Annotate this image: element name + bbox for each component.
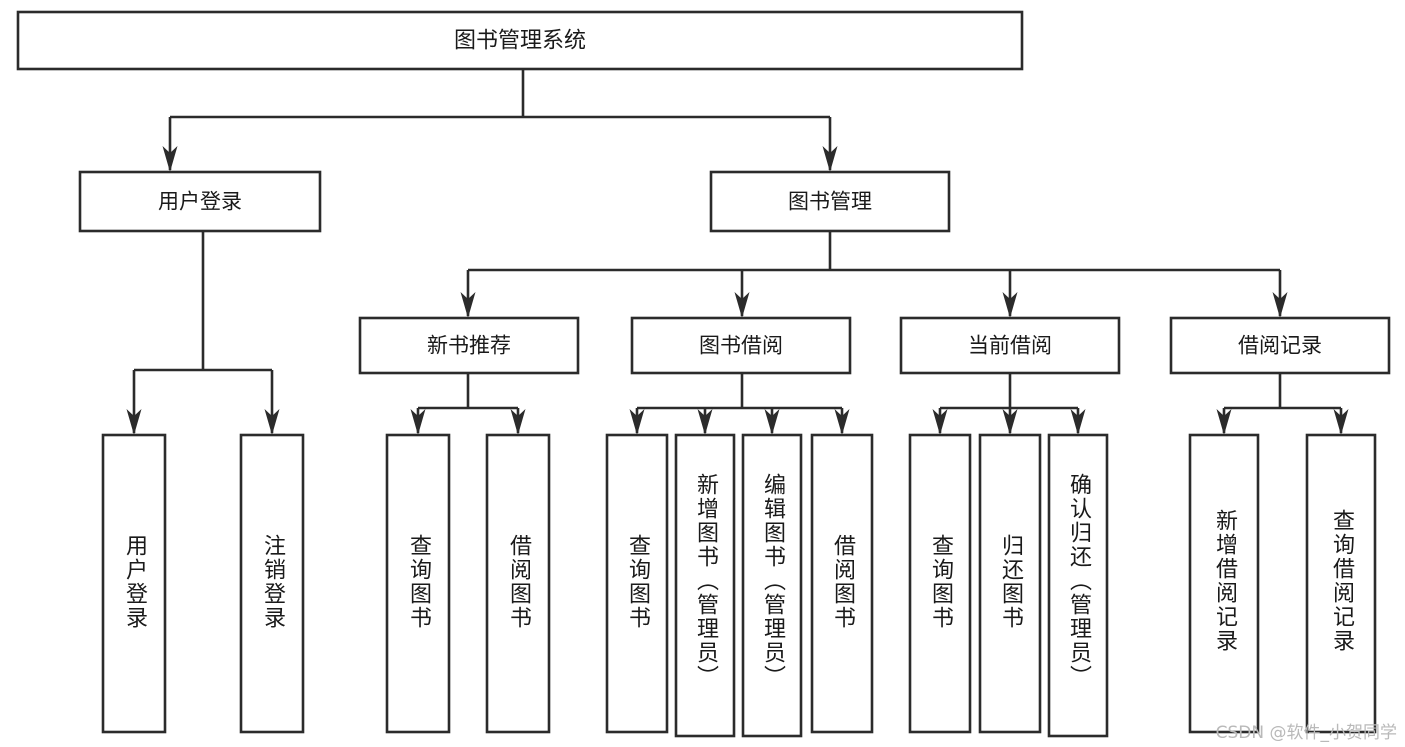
leaf-查询图书[interactable] — [385, 433, 451, 734]
arrow-down-icon-group2-0 — [932, 409, 948, 435]
node-l3-新书推荐[interactable] — [358, 316, 580, 375]
arrow-down-icon-manage-2 — [1002, 292, 1018, 318]
arrow-down-icon-login-1 — [264, 409, 280, 435]
node-l3-当前借阅[interactable] — [899, 316, 1121, 375]
node-l3-label-当前借阅: 当前借阅 — [968, 334, 1052, 358]
node-root-label: 图书管理系统 — [454, 29, 586, 54]
leaf-注销登录[interactable] — [239, 433, 305, 734]
arrow-down-icon-manage-3 — [1272, 292, 1288, 318]
node-root-图书管理系统[interactable] — [16, 10, 1024, 71]
node-l3-借阅记录[interactable] — [1169, 316, 1391, 375]
arrow-down-icon-group3-0 — [1216, 409, 1232, 435]
arrow-down-icon-group3-1 — [1333, 409, 1349, 435]
node-l3-label-新书推荐: 新书推荐 — [427, 334, 511, 358]
leaf-归还图书[interactable] — [978, 433, 1042, 734]
leaf-编辑图书管理员[interactable] — [741, 433, 803, 738]
leaf-借阅图书[interactable] — [485, 433, 551, 734]
leaf-新增图书管理员[interactable] — [674, 433, 736, 738]
leaf-新增借阅记录[interactable] — [1188, 433, 1260, 734]
arrow-down-icon-root-0 — [162, 146, 178, 172]
arrow-down-icon-group1-2 — [764, 409, 780, 435]
node-l2-label-用户登录: 用户登录 — [158, 190, 242, 214]
node-l3-label-借阅记录: 借阅记录 — [1238, 334, 1322, 358]
node-l2-label-图书管理: 图书管理 — [788, 190, 872, 214]
arrow-down-icon-group1-0 — [629, 409, 645, 435]
leaf-确认归还管理员[interactable] — [1047, 433, 1109, 738]
node-l3-label-图书借阅: 图书借阅 — [699, 334, 783, 358]
arrow-down-icon-manage-0 — [460, 292, 476, 318]
arrow-down-icon-group0-0 — [410, 409, 426, 435]
arrow-down-icon-group2-2 — [1070, 409, 1086, 435]
arrow-down-icon-group1-1 — [697, 409, 713, 435]
leaf-查询图书[interactable] — [605, 433, 669, 734]
leaf-借阅图书[interactable] — [810, 433, 874, 734]
leaf-用户登录[interactable] — [101, 433, 167, 734]
arrow-down-icon-login-0 — [126, 409, 142, 435]
arrow-down-icon-root-1 — [822, 146, 838, 172]
node-l2-图书管理[interactable] — [709, 170, 951, 233]
node-l2-用户登录[interactable] — [78, 170, 322, 233]
leaf-查询借阅记录[interactable] — [1305, 433, 1377, 734]
csdn-watermark: CSDN @软件_小贺同学 — [1215, 723, 1397, 743]
leaf-查询图书[interactable] — [908, 433, 972, 734]
arrow-down-icon-manage-1 — [734, 292, 750, 318]
arrow-down-icon-group0-1 — [510, 409, 526, 435]
arrow-down-icon-group2-1 — [1002, 409, 1018, 435]
arrow-down-icon-group1-3 — [834, 409, 850, 435]
node-l3-图书借阅[interactable] — [630, 316, 852, 375]
